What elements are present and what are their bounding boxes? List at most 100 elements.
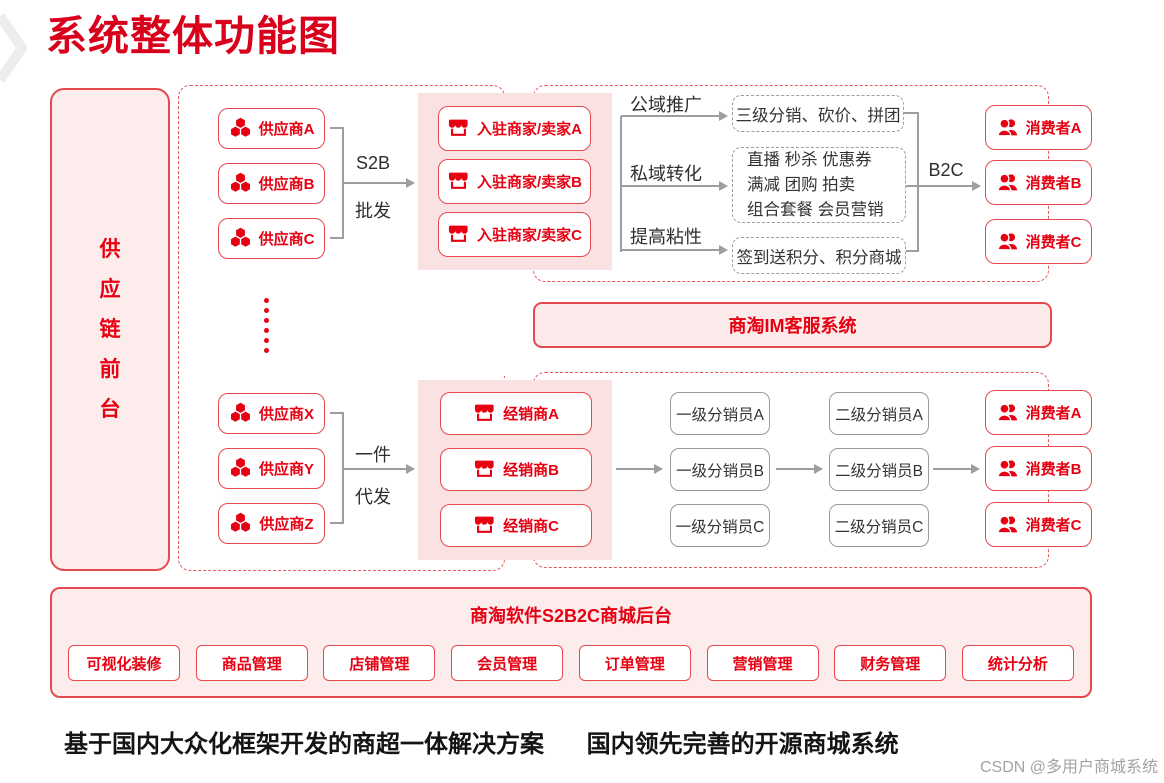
- module-visual-decoration: 可视化装修: [68, 645, 180, 681]
- module-marketing-management: 营销管理: [706, 645, 819, 681]
- channel-arrow: [621, 110, 728, 121]
- supply-chain-frontend-panel: 供 应 链 前 台: [50, 88, 170, 571]
- b2c-arrow: [918, 180, 981, 191]
- node-label: 消费者A: [1025, 120, 1082, 137]
- node-label: 供应商A: [258, 121, 315, 138]
- backend-title: 商淘软件S2B2C商城后台: [469, 606, 673, 626]
- node-label: 消费者B: [1025, 175, 1082, 192]
- supplier-a-node: 供应商A: [218, 108, 325, 149]
- hexagons-icon: [229, 457, 252, 480]
- store-icon: [447, 117, 470, 140]
- dealer-c-node: 经销商C: [440, 504, 592, 547]
- level2-distributor-a-node: 二级分销员A: [829, 392, 929, 435]
- node-label: 二级分销员A: [835, 406, 923, 424]
- node-label: 二级分销员C: [834, 518, 924, 536]
- dealer-a-node: 经销商A: [440, 392, 592, 435]
- store-icon: [447, 223, 470, 246]
- backend-panel: 商淘软件S2B2C商城后台 可视化装修 商品管理 店铺管理 会员管理 订单管理 …: [50, 587, 1092, 698]
- s2b-label: S2B: [355, 153, 391, 173]
- flow-arrow: [616, 463, 663, 474]
- node-label: 二级分销员B: [835, 462, 923, 480]
- wholesale-label: 批发: [355, 201, 391, 221]
- node-label: 一级分销员A: [676, 406, 764, 424]
- border-patch: [496, 266, 508, 376]
- hexagons-icon: [229, 402, 252, 425]
- node-label: 经销商A: [503, 406, 559, 423]
- target-line: 直播 秒杀 优惠券: [747, 150, 872, 169]
- node-label: 经销商B: [503, 462, 559, 479]
- target-line: 满减 团购 拍卖: [747, 175, 856, 194]
- node-label: 消费者A: [1025, 405, 1082, 422]
- merchant-b-node: 入驻商家/卖家B: [438, 159, 591, 204]
- flow-arrow: [933, 463, 980, 474]
- sidebar-char: 台: [99, 397, 121, 421]
- merchant-c-node: 入驻商家/卖家C: [438, 212, 591, 257]
- sidebar-char: 供: [99, 237, 121, 261]
- hexagons-icon: [229, 227, 252, 250]
- consumer-c-node: 消费者C: [985, 219, 1092, 264]
- page-title: 系统整体功能图: [46, 13, 340, 59]
- store-icon: [473, 402, 496, 425]
- store-icon: [473, 514, 496, 537]
- bracket-line: [342, 127, 344, 239]
- bracket-line: [906, 185, 919, 187]
- hexagons-icon: [229, 512, 252, 535]
- tagline-part2: 国内领先完善的开源商城系统: [586, 731, 899, 758]
- dropship-label-bottom: 代发: [355, 487, 391, 507]
- channel-label: 私域转化: [630, 164, 702, 184]
- supplier-b-node: 供应商B: [218, 163, 325, 204]
- node-label: 一级分销员C: [675, 518, 765, 536]
- channel-arrow: [621, 180, 728, 191]
- target-box-points: 签到送积分、积分商城: [732, 237, 906, 274]
- ellipsis-dots: [264, 298, 269, 353]
- csdn-watermark: CSDN @多用户商城系统: [979, 759, 1158, 776]
- dropship-label-top: 一件: [355, 445, 391, 465]
- sidebar-char: 应: [99, 277, 121, 301]
- dealer-b-node: 经销商B: [440, 448, 592, 491]
- supplier-x-node: 供应商X: [218, 393, 325, 434]
- store-icon: [447, 170, 470, 193]
- level1-distributor-a-node: 一级分销员A: [670, 392, 770, 435]
- people-icon: [996, 116, 1019, 139]
- corner-chevron-icon: [0, 13, 27, 83]
- bracket-line: [330, 237, 343, 239]
- node-label: 消费者C: [1025, 234, 1082, 251]
- people-icon: [996, 457, 1019, 480]
- backend-modules: 可视化装修 商品管理 店铺管理 会员管理 订单管理 营销管理 财务管理 统计分析: [68, 645, 1074, 681]
- sidebar-char: 前: [99, 357, 121, 381]
- node-label: 供应商B: [258, 176, 315, 193]
- supplier-c-node: 供应商C: [218, 218, 325, 259]
- node-label: 入驻商家/卖家C: [476, 227, 582, 244]
- node-label: 供应商C: [258, 231, 315, 248]
- channel-line: [620, 116, 622, 252]
- people-icon: [996, 513, 1019, 536]
- bracket-line: [904, 112, 919, 114]
- consumer-b-node: 消费者B: [985, 160, 1092, 205]
- sidebar-char: 链: [99, 317, 121, 341]
- consumer-c-node: 消费者C: [985, 502, 1092, 547]
- target-label: 签到送积分、积分商城: [736, 248, 902, 267]
- people-icon: [996, 230, 1019, 253]
- b2c-label: B2C: [928, 160, 964, 180]
- node-label: 入驻商家/卖家A: [476, 121, 582, 138]
- level2-distributor-b-node: 二级分销员B: [829, 448, 929, 491]
- people-icon: [996, 401, 1019, 424]
- module-statistics-analysis: 统计分析: [961, 645, 1074, 681]
- hexagons-icon: [229, 117, 252, 140]
- im-service-label: 商淘IM客服系统: [728, 316, 857, 336]
- store-icon: [473, 458, 496, 481]
- module-member-management: 会员管理: [451, 645, 564, 681]
- bracket-line: [906, 250, 919, 252]
- target-box-distribution: 三级分销、砍价、拼团: [732, 95, 904, 132]
- channel-label: 提高粘性: [630, 227, 702, 247]
- target-label: 三级分销、砍价、拼团: [735, 106, 901, 125]
- bracket-line: [917, 112, 919, 252]
- node-label: 消费者C: [1025, 517, 1082, 534]
- level1-distributor-c-node: 一级分销员C: [670, 504, 770, 547]
- node-label: 供应商Y: [258, 461, 314, 478]
- node-label: 入驻商家/卖家B: [476, 174, 582, 191]
- channel-label: 公域推广: [630, 95, 702, 115]
- module-order-management: 订单管理: [578, 645, 691, 681]
- node-label: 一级分销员B: [676, 462, 764, 480]
- people-icon: [996, 171, 1019, 194]
